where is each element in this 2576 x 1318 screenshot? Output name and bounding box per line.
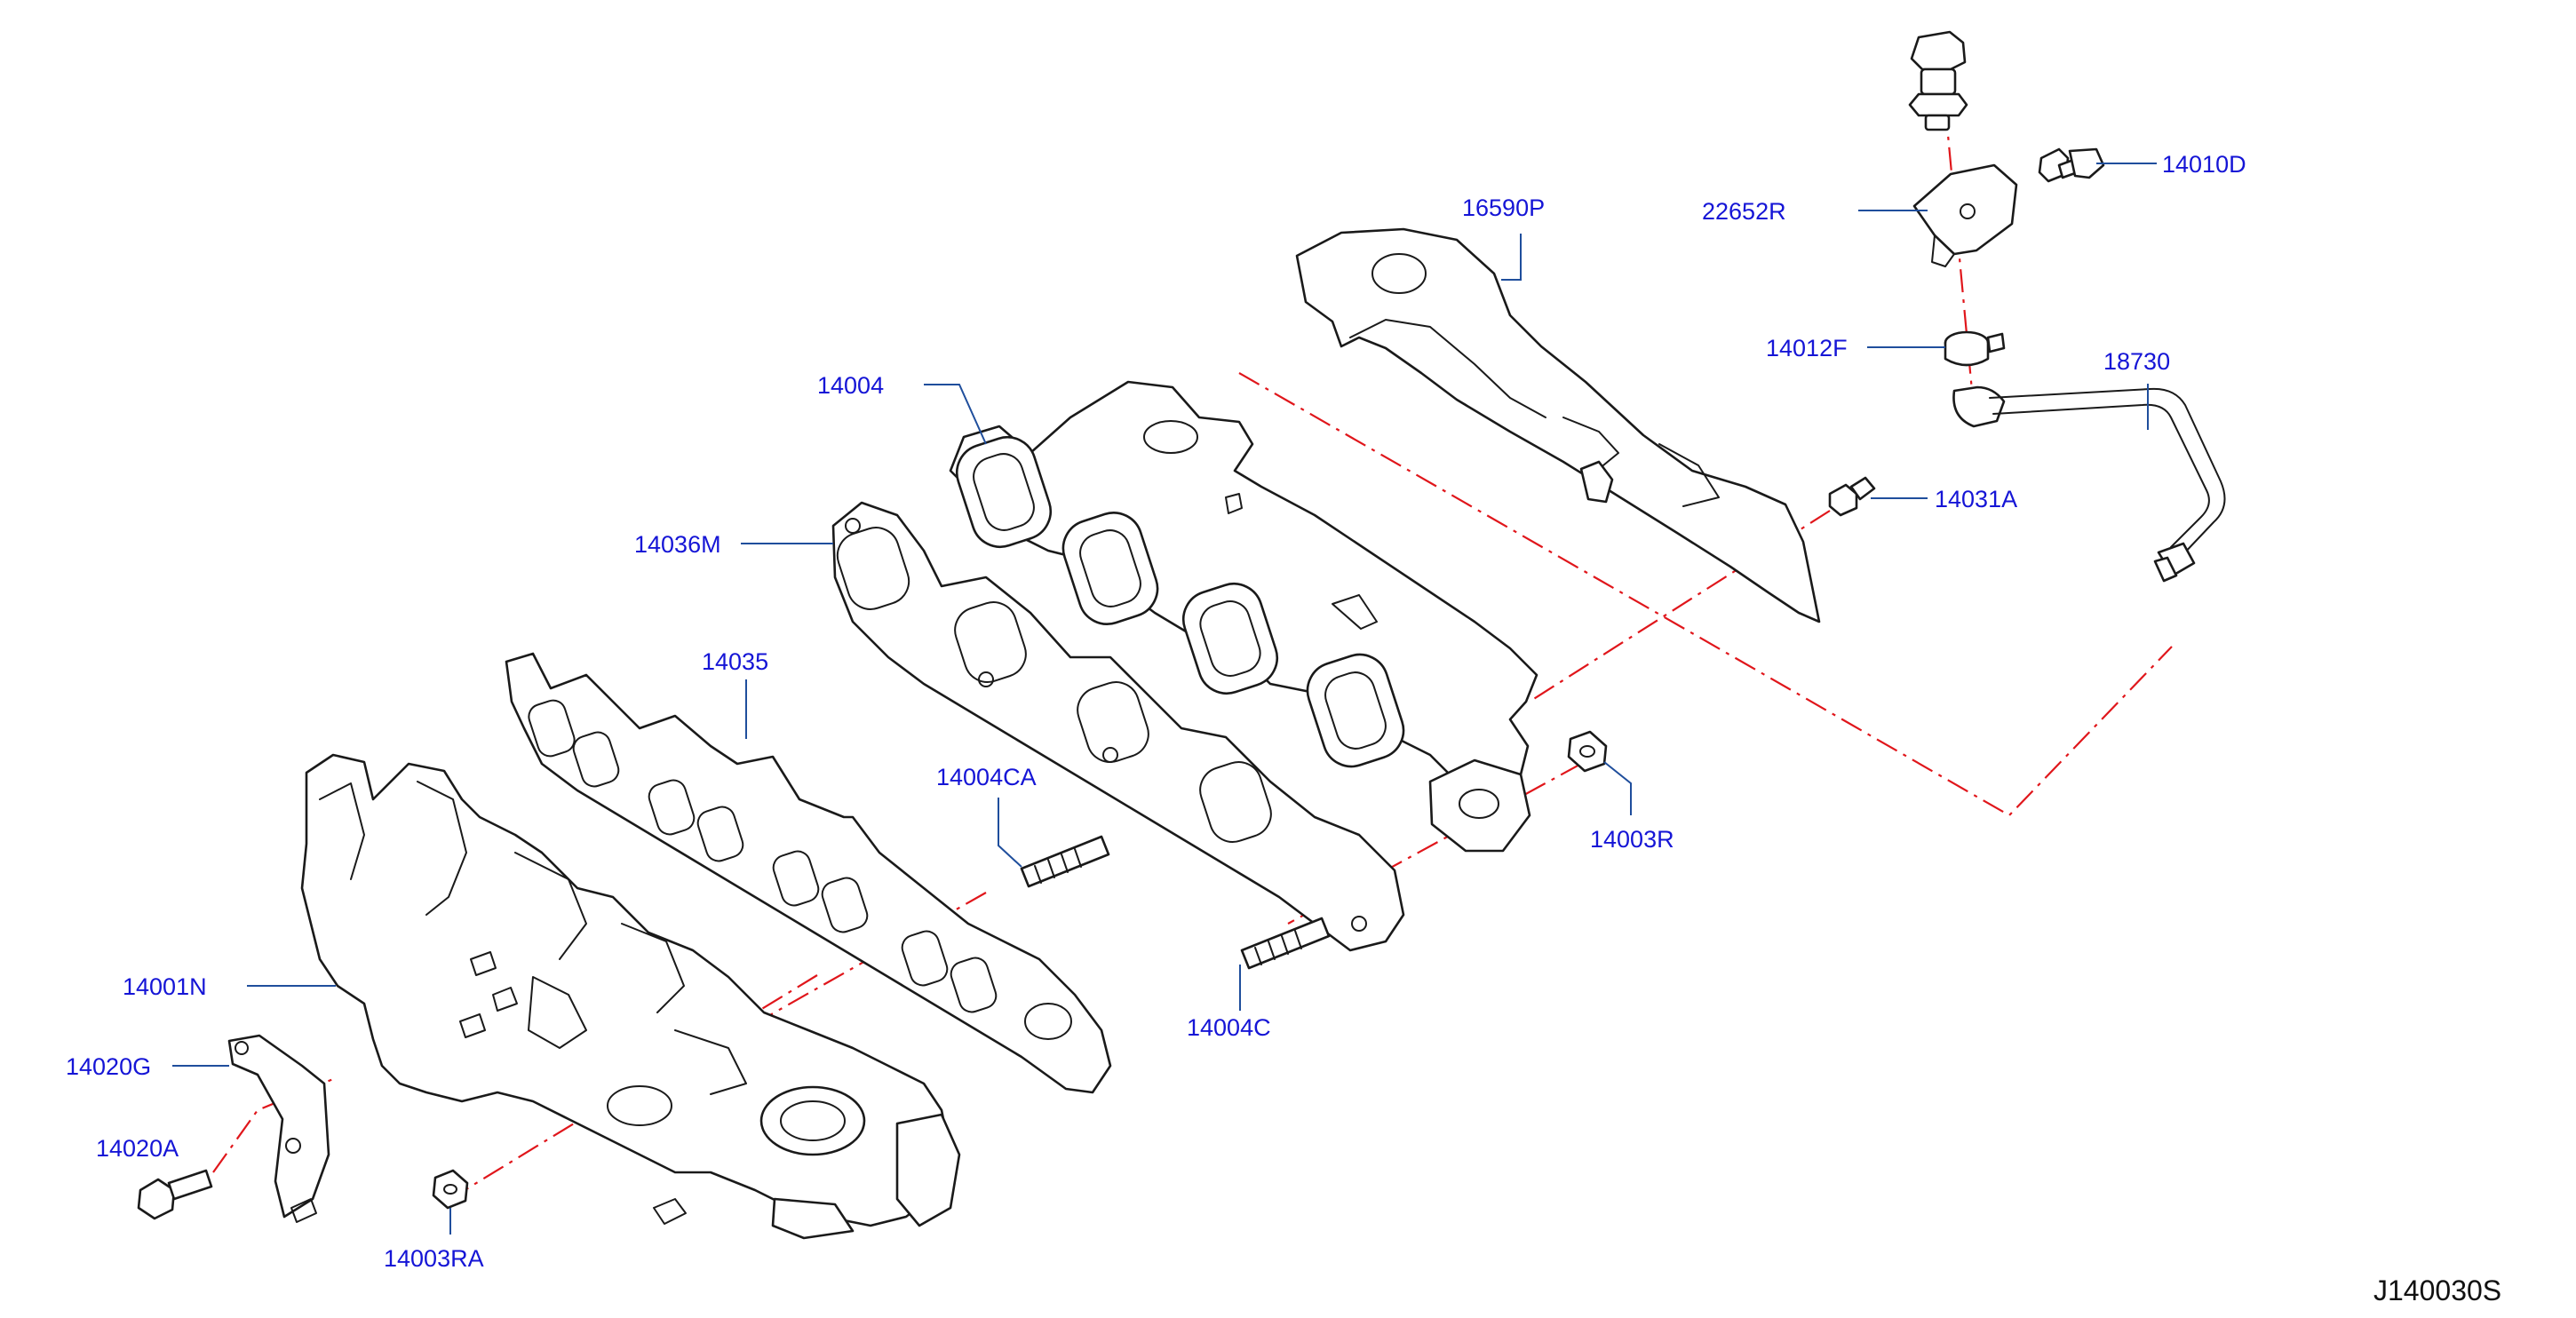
leader-16590p	[1501, 234, 1522, 281]
leader-14004	[924, 384, 987, 445]
hose-clamp	[1944, 330, 2006, 367]
callout-14036m: 14036M	[634, 531, 721, 558]
diagram-code: J140030S	[2373, 1274, 2501, 1306]
heat-shield	[1295, 227, 1821, 623]
nut-14003ra	[432, 1169, 469, 1210]
callout-14031a: 14031A	[1935, 486, 2017, 512]
pressure-sensor	[1908, 30, 1968, 131]
bolt-14020a	[137, 1169, 317, 1223]
callout-14001n: 14001N	[123, 973, 207, 1000]
bolt-14031a	[1828, 476, 1876, 517]
callout-14004ca: 14004CA	[936, 764, 1037, 790]
gasket-14035	[505, 652, 1112, 1094]
leader-lines	[172, 163, 2157, 1235]
leader-14004ca	[998, 798, 1022, 868]
callout-14035: 14035	[702, 648, 768, 675]
nut-14003r	[1567, 730, 1608, 773]
leader-14003r	[1603, 761, 1632, 815]
callout-14004c: 14004C	[1187, 1014, 1271, 1041]
vacuum-pipe	[1952, 385, 2226, 583]
callout-14003r: 14003R	[1590, 826, 1674, 853]
stud-14004c	[1240, 917, 1331, 970]
gasket-14036m	[831, 501, 1405, 952]
centerline-heat-shield-to-pipe	[1238, 372, 2173, 817]
callout-14020g: 14020G	[66, 1053, 151, 1080]
callout-14012f: 14012F	[1766, 335, 1848, 361]
callout-22652r: 22652R	[1702, 198, 1786, 225]
callout-14020a: 14020A	[96, 1135, 179, 1162]
exhaust-manifold	[949, 380, 1538, 853]
stud-14004ca	[1020, 835, 1110, 888]
callout-14004: 14004	[817, 372, 884, 399]
callout-16590p: 16590P	[1462, 195, 1545, 221]
callout-labels: 14010D 22652R 16590P 14012F 18730 14004 …	[66, 151, 2246, 1272]
callout-18730: 18730	[2103, 348, 2170, 375]
sensor-bracket	[1912, 163, 2018, 267]
callout-14010d: 14010D	[2162, 151, 2246, 178]
bracket-14020g	[227, 1034, 330, 1219]
exhaust-manifold-lower	[300, 753, 961, 1240]
bolt-14010d	[2038, 147, 2105, 183]
callout-14003ra: 14003RA	[384, 1245, 484, 1272]
